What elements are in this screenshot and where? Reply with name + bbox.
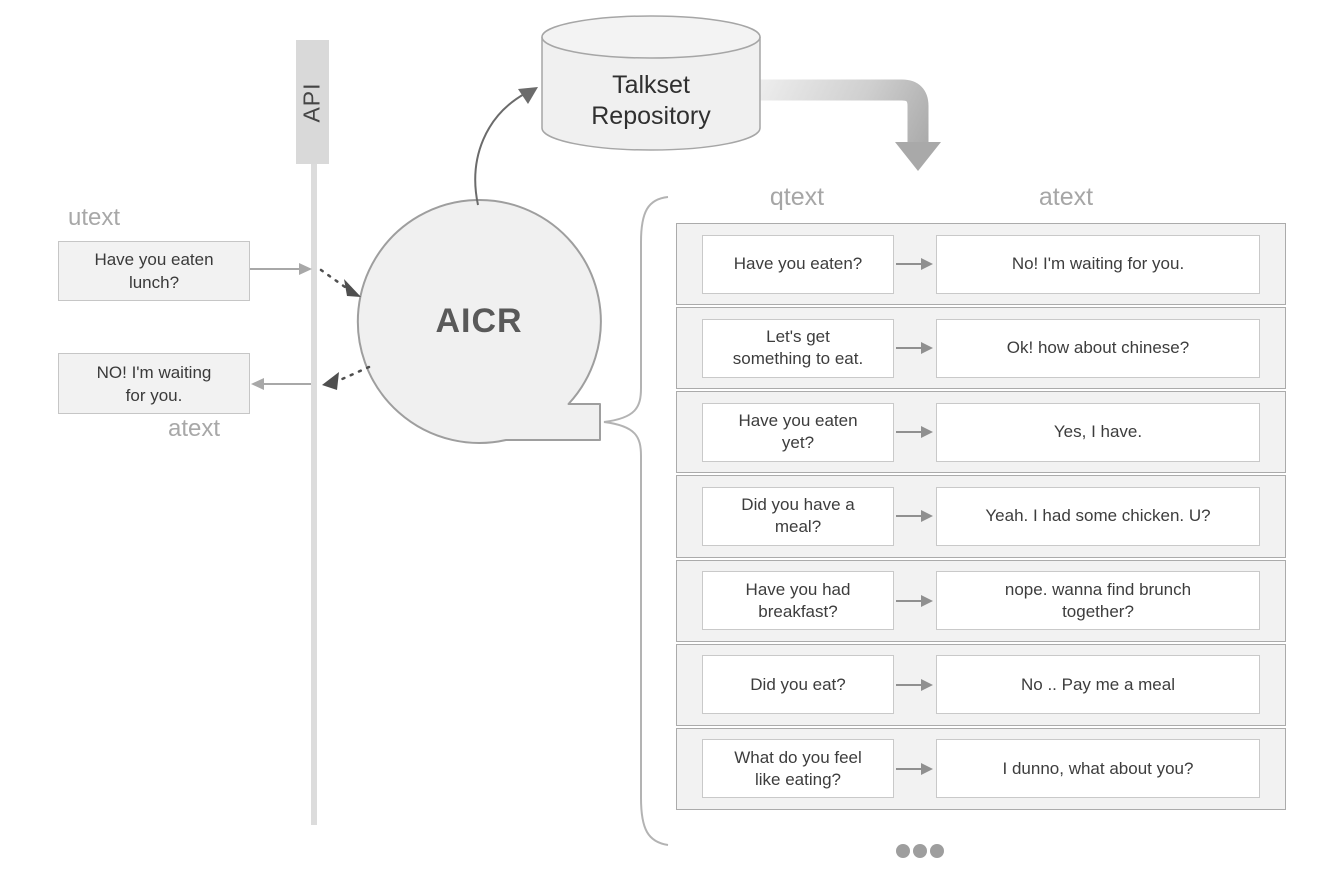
api-lane-header: API — [296, 40, 329, 164]
atext-box: I dunno, what about you? — [936, 739, 1260, 799]
qtext-to-atext-arrow-icon — [896, 762, 933, 775]
utext-label: utext — [68, 204, 121, 231]
qtext-to-atext-arrow-icon — [896, 594, 933, 607]
aicr-title: AICR — [435, 302, 523, 340]
qtext-box: Have you had breakfast? — [702, 571, 894, 631]
qtext-box: Let's get something to eat. — [702, 318, 894, 378]
qtext-value: What do you feel like eating? — [734, 747, 862, 789]
atext-value: nope. wanna find brunch together? — [1004, 579, 1192, 621]
talkset-row: Have you eaten? No! I'm waiting for you. — [676, 223, 1286, 306]
qtext-column-header: qtext — [769, 183, 825, 211]
atext-value: Yes, I have. — [1053, 422, 1143, 442]
talkset-table-rows: Have you eaten? No! I'm waiting for you.… — [676, 223, 1286, 810]
ellipsis-dot — [913, 844, 927, 858]
qtext-box: What do you feel like eating? — [702, 739, 894, 799]
ellipsis-dot — [896, 844, 910, 858]
qtext-box: Have you eaten? — [702, 234, 894, 294]
qtext-value: Did you have a meal? — [741, 495, 855, 537]
qtext-value: Have you had breakfast? — [745, 579, 851, 621]
qtext-value: Let's get something to eat. — [732, 327, 864, 369]
user-message-box: Have you eaten lunch? — [58, 241, 250, 301]
qtext-value: Have you eaten yet? — [738, 411, 858, 453]
qtext-to-atext-arrow-icon — [896, 342, 933, 355]
answer-message-box: NO! I'm waiting for you. — [58, 353, 250, 414]
aicr-to-repository-arrow-icon — [474, 87, 538, 206]
talkset-row: What do you feel like eating? I dunno, w… — [676, 727, 1286, 810]
atext-label: atext — [168, 415, 221, 442]
aicr-to-api-dotted-arrow-icon — [322, 365, 371, 390]
qtext-box: Did you eat? — [702, 655, 894, 715]
atext-value: No! I'm waiting for you. — [1011, 254, 1185, 274]
ellipsis-icon — [896, 844, 944, 858]
atext-box: Yes, I have. — [936, 402, 1260, 462]
atext-box: nope. wanna find brunch together? — [936, 571, 1260, 631]
qtext-to-atext-arrow-icon — [896, 678, 933, 691]
api-label: API — [299, 81, 326, 123]
atext-box: Ok! how about chinese? — [936, 318, 1260, 378]
qtext-box: Did you have a meal? — [702, 486, 894, 546]
atext-value: Yeah. I had some chicken. U? — [985, 506, 1211, 526]
api-to-aicr-dotted-arrow-icon — [319, 268, 361, 297]
user-to-api-arrow-icon — [250, 263, 312, 275]
qtext-to-atext-arrow-icon — [896, 510, 933, 523]
talkset-row: Let's get something to eat. Ok! how abou… — [676, 307, 1286, 390]
ellipsis-dot — [930, 844, 944, 858]
talkset-row: Have you had breakfast? nope. wanna find… — [676, 559, 1286, 642]
qtext-to-atext-arrow-icon — [896, 426, 933, 439]
atext-box: Yeah. I had some chicken. U? — [936, 486, 1260, 546]
talkset-row: Did you have a meal? Yeah. I had some ch… — [676, 475, 1286, 558]
qtext-box: Have you eaten yet? — [702, 402, 894, 462]
atext-column-header: atext — [1038, 183, 1094, 211]
atext-box: No! I'm waiting for you. — [936, 234, 1260, 294]
api-lifeline — [311, 162, 317, 825]
atext-box: No .. Pay me a meal — [936, 655, 1260, 715]
table-brace — [603, 196, 669, 846]
aicr-shape — [356, 198, 602, 444]
qtext-value: Did you eat? — [750, 674, 846, 694]
api-to-user-arrow-icon — [251, 378, 311, 390]
atext-value: Ok! how about chinese? — [1006, 338, 1190, 358]
atext-value: I dunno, what about you? — [1002, 758, 1194, 778]
atext-value: No .. Pay me a meal — [1020, 674, 1175, 694]
talkset-row: Have you eaten yet? Yes, I have. — [676, 391, 1286, 474]
repository-cylinder — [541, 15, 761, 151]
repository-to-table-arrow-icon — [758, 79, 941, 171]
qtext-value: Have you eaten? — [733, 254, 863, 274]
qtext-to-atext-arrow-icon — [896, 258, 933, 271]
repository-title: Talkset Repository — [591, 71, 711, 130]
talkset-row: Did you eat? No .. Pay me a meal — [676, 643, 1286, 726]
